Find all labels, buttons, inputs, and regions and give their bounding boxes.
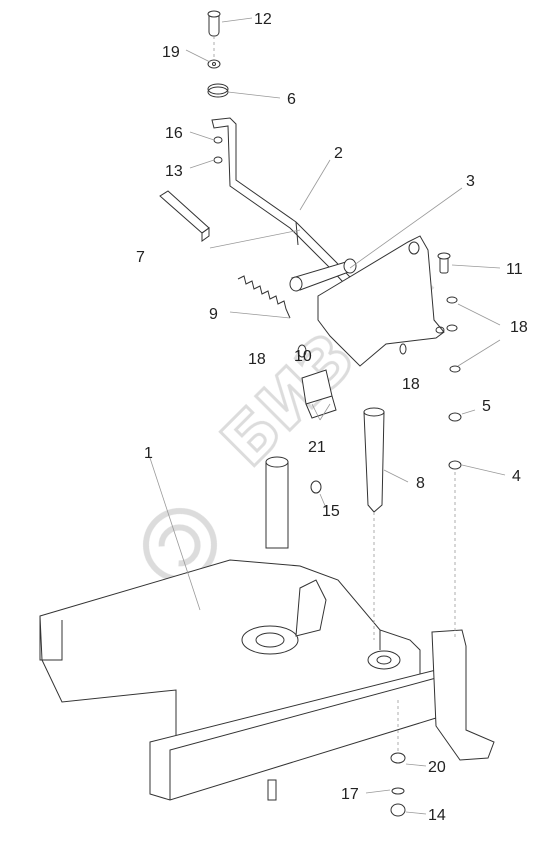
callout-2: 2 (334, 145, 343, 162)
callout-18-center: 18 (402, 376, 420, 393)
part-washer-19 (207, 59, 221, 69)
part-bolt-11 (437, 252, 451, 274)
part-washer-5 (448, 412, 462, 422)
callout-11: 11 (506, 261, 523, 278)
callout-18-right: 18 (510, 319, 528, 336)
part-shaft-8 (363, 407, 385, 513)
part-nut-20 (390, 752, 406, 764)
callout-14: 14 (428, 807, 446, 824)
callout-5: 5 (482, 398, 491, 415)
part-washer-4 (448, 460, 462, 470)
part-washer-18d (399, 343, 407, 355)
callout-3: 3 (466, 173, 475, 190)
callout-4: 4 (512, 468, 521, 485)
part-grip-7 (159, 190, 210, 242)
part-frame-1 (39, 456, 495, 801)
callout-13: 13 (165, 163, 183, 180)
part-washer-13 (213, 156, 223, 164)
callout-12: 12 (254, 11, 272, 28)
callout-15: 15 (322, 503, 340, 520)
part-washer-17 (391, 787, 405, 795)
callout-7: 7 (136, 249, 145, 266)
callout-10: 10 (294, 348, 312, 365)
part-washer-18c (449, 365, 461, 373)
callout-8: 8 (416, 475, 425, 492)
leader-lines (149, 17, 506, 815)
part-washer-16 (213, 136, 223, 144)
part-washer-18e (297, 344, 307, 358)
callout-labels: 12 19 6 16 2 13 3 7 11 9 18 18 10 18 5 2… (136, 11, 528, 824)
callout-9: 9 (209, 306, 218, 323)
callout-16: 16 (165, 125, 183, 142)
callout-1: 1 (144, 445, 153, 462)
part-pin (207, 10, 221, 37)
part-bracket-3 (289, 235, 445, 367)
part-spring-9 (237, 275, 291, 319)
part-nut-15 (310, 480, 322, 494)
callout-21: 21 (308, 439, 326, 456)
part-washer-18a (446, 296, 458, 304)
assembly-axis-lines (213, 36, 456, 752)
callout-20: 20 (428, 759, 446, 776)
part-disc-6 (207, 83, 229, 98)
part-nut-14 (390, 803, 406, 817)
callout-6: 6 (287, 91, 296, 108)
callout-18-left: 18 (248, 351, 266, 368)
callout-17: 17 (341, 786, 359, 803)
callout-19: 19 (162, 44, 180, 61)
part-washer-18b (446, 324, 458, 332)
